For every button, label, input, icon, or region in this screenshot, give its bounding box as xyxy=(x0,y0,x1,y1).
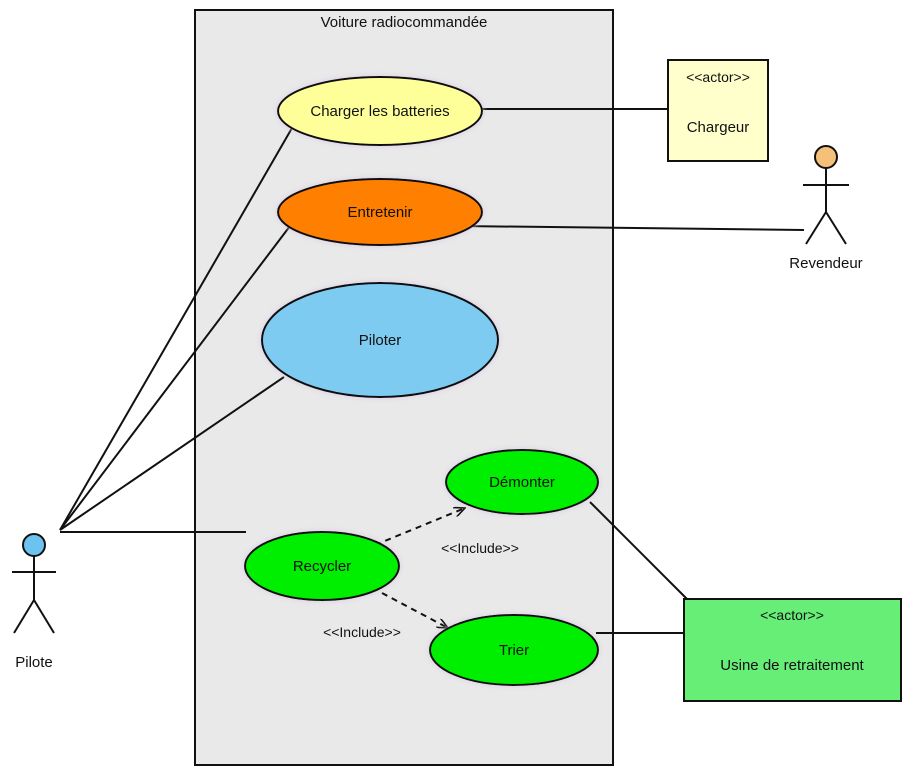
use-case-entretenir-label: Entretenir xyxy=(347,204,412,221)
use-case-trier[interactable]: Trier xyxy=(429,614,599,686)
assoc-pilote-entretenir xyxy=(59,225,291,531)
system-title: Voiture radiocommandée xyxy=(321,14,488,31)
actor-box-chargeur-stereotype: <<actor>> xyxy=(686,69,750,85)
assoc-demonter-usine xyxy=(589,501,695,607)
actor-revendeur-name: Revendeur xyxy=(789,255,862,272)
use-case-charger-label: Charger les batteries xyxy=(310,103,449,120)
use-case-trier-label: Trier xyxy=(499,642,529,659)
include-label-trier: <<Include>> xyxy=(323,624,401,640)
actor-box-usine-name: Usine de retraitement xyxy=(720,657,864,674)
include-label-demonter: <<Include>> xyxy=(441,540,519,556)
use-case-demonter[interactable]: Démonter xyxy=(445,449,599,515)
use-case-piloter-shape xyxy=(261,282,499,398)
use-case-piloter[interactable]: Piloter xyxy=(261,282,499,398)
assoc-pilote-charger xyxy=(59,127,293,531)
actor-box-usine-shape xyxy=(683,598,902,702)
include-dependencies xyxy=(374,508,465,628)
actor-pilote-name: Pilote xyxy=(15,654,53,671)
use-case-demonter-shape xyxy=(445,449,599,515)
actor-revendeur-figure-icon xyxy=(803,145,849,245)
use-case-charger-shape xyxy=(277,76,483,146)
associations xyxy=(59,108,805,634)
assoc-entretenir-revendeur xyxy=(459,225,805,231)
include-recycler-demonter xyxy=(374,508,465,546)
include-recycler-trier xyxy=(381,592,448,628)
actor-revendeur[interactable]: Revendeur xyxy=(789,145,863,272)
actor-box-usine-stereotype: <<actor>> xyxy=(760,607,824,623)
use-case-charger[interactable]: Charger les batteries xyxy=(277,76,483,146)
actor-pilote-figure-icon xyxy=(12,533,56,634)
use-case-entretenir[interactable]: Entretenir xyxy=(277,178,483,246)
use-case-recycler[interactable]: Recycler xyxy=(244,531,400,601)
use-case-recycler-shape xyxy=(244,531,400,601)
use-case-trier-shape xyxy=(429,614,599,686)
actor-box-chargeur-name: Chargeur xyxy=(687,119,750,136)
use-case-entretenir-shape xyxy=(277,178,483,246)
use-case-piloter-label: Piloter xyxy=(359,332,402,349)
use-case-demonter-label: Démonter xyxy=(489,474,555,491)
actor-box-chargeur[interactable]: <<actor>> Chargeur xyxy=(667,59,769,162)
actor-box-chargeur-shape xyxy=(667,59,769,162)
actor-pilote[interactable]: Pilote xyxy=(12,533,56,671)
use-case-recycler-label: Recycler xyxy=(293,558,351,575)
actor-pilote-head xyxy=(22,533,46,557)
actor-revendeur-head xyxy=(814,145,838,169)
actor-box-usine[interactable]: <<actor>> Usine de retraitement xyxy=(683,598,902,702)
assoc-pilote-piloter xyxy=(59,376,285,531)
